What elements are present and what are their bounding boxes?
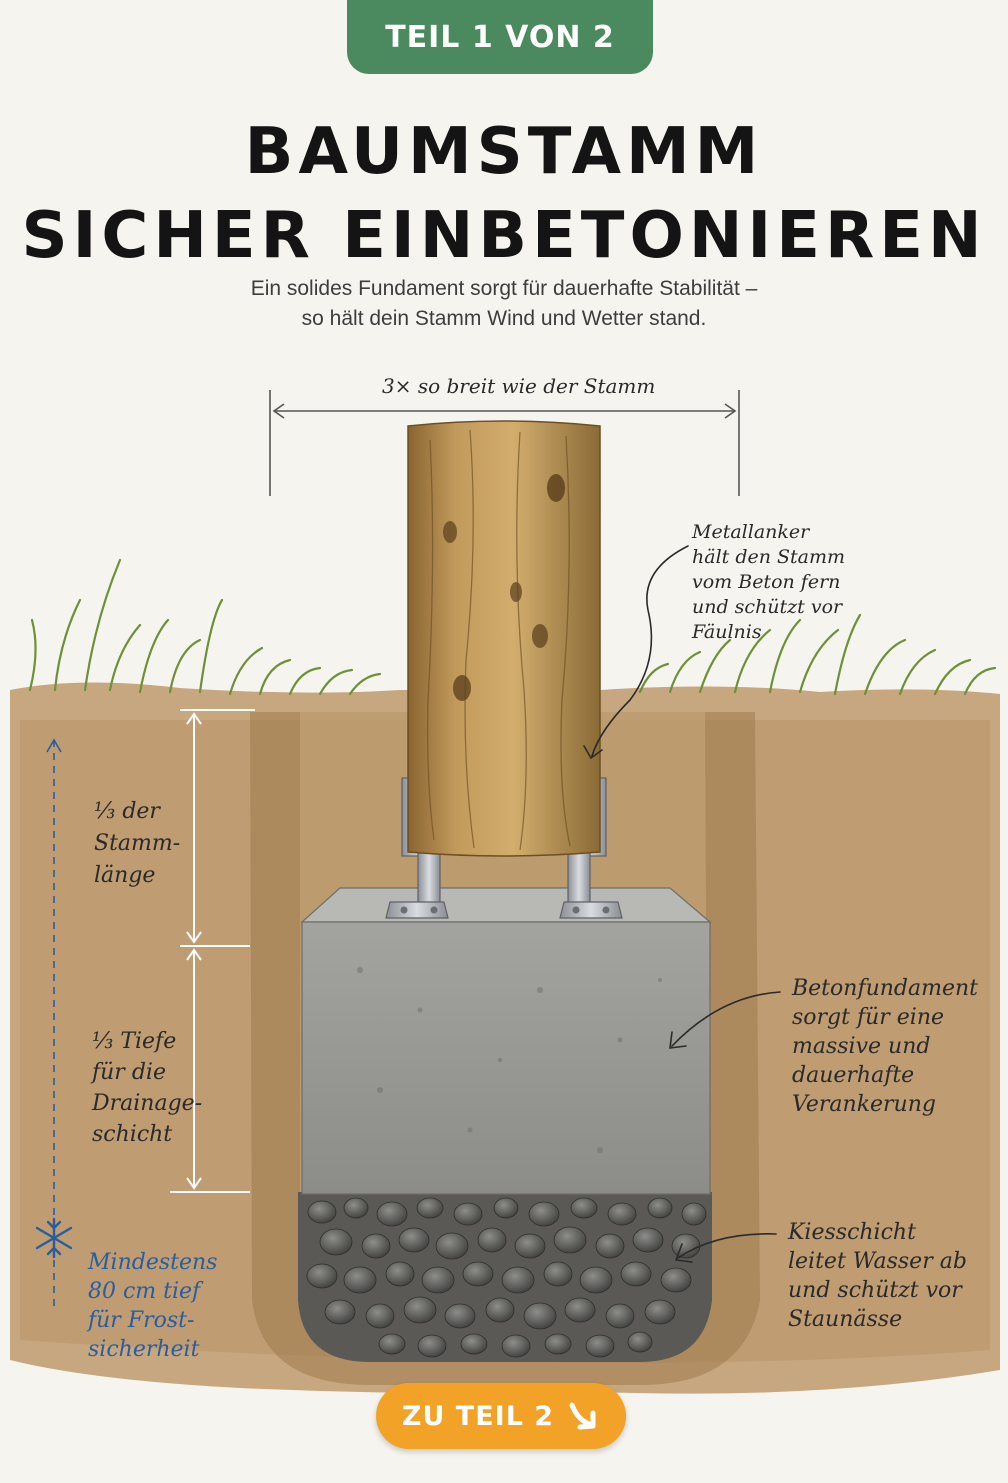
title-line-2: SICHER EINBETONIEREN	[21, 199, 987, 273]
concrete-front	[301, 921, 711, 1195]
page-title: BAUMSTAMM SICHER EINBETONIEREN	[0, 110, 1008, 278]
next-part-button[interactable]: ZU TEIL 2	[376, 1383, 626, 1449]
concrete-pores	[357, 967, 662, 1153]
concrete-callout: Betonfundament sorgt für eine massive un…	[792, 976, 979, 1117]
arrow-down-right-icon	[569, 1402, 596, 1430]
part-badge: TEIL 1 VON 2	[347, 0, 653, 74]
grass-left	[28, 558, 382, 696]
width-label: 3× so breit wie der Stamm	[382, 374, 656, 398]
title-line-1: BAUMSTAMM	[244, 115, 764, 189]
frost-callout: Mindestens 80 cm tief für Frost- sicherh…	[88, 1250, 218, 1362]
gravel-pointer	[677, 1233, 777, 1259]
anchor-callout: Metallanker hält den Stamm vom Beton fer…	[692, 521, 846, 643]
concrete-pointer	[671, 991, 781, 1047]
grass-right	[638, 613, 997, 696]
frost-line	[46, 738, 62, 1310]
width-dimension	[269, 390, 740, 496]
subtitle-line-2: so hält dein Stamm Wind und Wetter stand…	[301, 307, 707, 330]
page-subtitle: Ein solides Fundament sorgt für dauerhaf…	[0, 274, 1008, 334]
subtitle-line-1: Ein solides Fundament sorgt für dauerhaf…	[250, 277, 758, 300]
drainage-third-label: ⅓ Tiefe für die Drainage- schicht	[92, 1029, 203, 1147]
gravel-callout: Kiesschicht leitet Wasser ab und schützt…	[788, 1220, 967, 1332]
tree-trunk	[407, 420, 601, 857]
next-part-label: ZU TEIL 2	[401, 1400, 555, 1432]
gravel-stones	[306, 1197, 707, 1358]
concrete-top	[300, 887, 712, 923]
anchor-pointer	[591, 545, 689, 757]
depth-dimension	[170, 709, 255, 1193]
depth-third-label: ⅓ der Stamm- länge	[94, 799, 181, 888]
snowflake-icon	[35, 1217, 73, 1259]
